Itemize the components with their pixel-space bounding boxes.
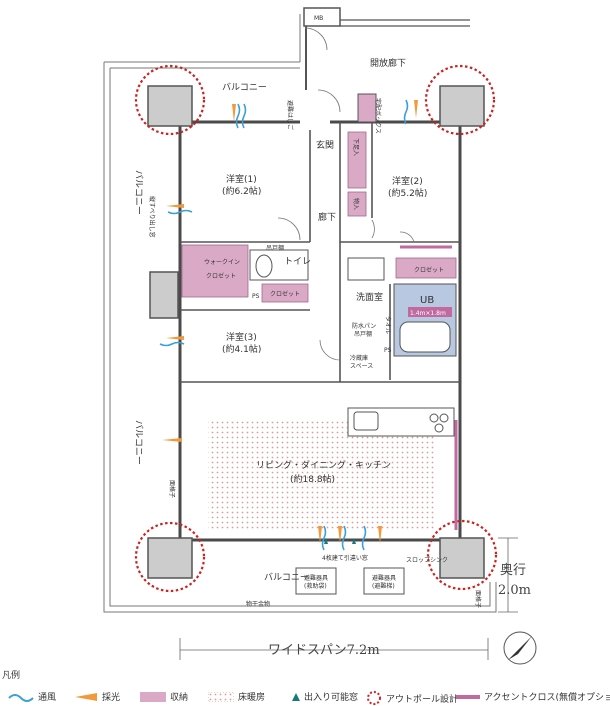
balcony-left-1-label: バルコニー <box>133 170 144 215</box>
bathtub <box>399 321 451 353</box>
walkin-label: ウォークイン <box>204 258 240 266</box>
western1-name: 洋室(1) <box>226 173 257 185</box>
legend-floor-heating-label: 床暖房 <box>238 693 266 703</box>
balcony-top-label: バルコニー <box>222 82 267 93</box>
legend-wind-label: 通風 <box>38 693 57 703</box>
walkin-closet-label: クロゼット <box>206 272 236 280</box>
western3-size: (約4.1帖) <box>222 343 261 355</box>
depth-label: 奥行 <box>500 563 526 578</box>
delivery-box <box>357 93 377 123</box>
dimension-lines <box>179 537 518 660</box>
depth-value: 2.0m <box>498 583 531 598</box>
legend-title: 凡例 <box>2 671 21 681</box>
wave-icon <box>8 693 34 702</box>
door-swings <box>277 27 415 361</box>
legend-outpole: アウトポール設計 <box>366 690 458 706</box>
mb-label: MB <box>314 15 323 22</box>
open-corridor-label: 開放廊下 <box>370 57 406 69</box>
accent-line-icon <box>456 694 480 699</box>
legend-accent-label: アクセントクロス(無償オプション) <box>484 693 610 703</box>
louver-label-1: 面格子 <box>168 480 176 498</box>
light-icon <box>75 692 97 701</box>
legend-light: 採光 <box>74 690 120 703</box>
slop-sink-label: スロップシンク <box>406 557 448 564</box>
western2-name: 洋室(2) <box>392 175 423 187</box>
light-icons <box>162 100 418 544</box>
compass-icon <box>503 631 537 665</box>
western3-name: 洋室(3) <box>226 331 257 343</box>
delivery-box-label: 宅配ボックス <box>374 98 382 134</box>
evac-box-2 <box>363 567 405 595</box>
toilet-bowl <box>255 254 273 278</box>
legend-storage: 収納 <box>140 690 188 703</box>
western1-size: (約6.2帖) <box>222 185 261 197</box>
evac1-sub-label: (救助袋) <box>304 582 327 590</box>
floor-heating-swatch <box>208 691 234 702</box>
legend-light-label: 採光 <box>102 693 121 703</box>
fridge-space-label: スペース <box>350 363 373 370</box>
inner-walls <box>180 122 460 383</box>
evac2-sub-label: (避難梯) <box>372 582 395 590</box>
louver-label-2: 面格子 <box>474 590 482 608</box>
legend: 凡例 通風 採光 収納 床暖房 出入り可能窓 アウトポール設計 アクセントクロス… <box>0 668 610 706</box>
legend-outpole-label: アウトポール設計 <box>386 694 459 705</box>
mb-area: MB <box>303 7 470 90</box>
wash-basin <box>347 257 385 281</box>
ldk-name: リビング・ダイニング・キッチン <box>256 459 391 471</box>
side-window-label: 縦すべり出し窓 <box>148 196 156 238</box>
legend-wind: 通風 <box>8 690 56 703</box>
outpole-circles <box>134 64 498 593</box>
evac1-label: 避難器具 <box>304 574 328 582</box>
corridor-label: 廊下 <box>318 211 336 223</box>
kitchen-sink <box>353 411 379 431</box>
western2-size: (約5.2帖) <box>388 187 427 199</box>
legend-floor-heating: 床暖房 <box>208 690 265 703</box>
ventilation-icons <box>159 99 409 551</box>
ub-size-badge <box>408 307 452 317</box>
balcony-left-2-label: バルコニー <box>133 420 144 465</box>
dryer-label: 物干金物 <box>246 600 270 608</box>
legend-door: 出入り可能窓 <box>292 690 358 703</box>
dotted-circle-icon <box>367 691 381 705</box>
ps-label-1: PS <box>252 293 260 300</box>
emergency-ladder-label: 避難はしご <box>286 100 294 130</box>
storage-areas <box>181 131 457 303</box>
legend-door-label: 出入り可能窓 <box>304 693 359 703</box>
storage-swatch <box>140 691 166 702</box>
toilet-label: トイレ <box>284 257 311 267</box>
legend-storage-label: 収納 <box>170 693 189 703</box>
pan-cabinet-label: 吊戸棚 <box>354 330 372 338</box>
storage-label: 物入 <box>352 198 360 210</box>
closet-2-label: クロゼット <box>414 266 444 274</box>
door-note-label: 4枚建て引違い窓 <box>322 554 368 562</box>
ub-label: UB <box>420 295 434 306</box>
legend-accent: アクセントクロス(無償オプション) <box>456 690 610 703</box>
columns <box>147 85 485 579</box>
floor-heating-area <box>208 420 434 530</box>
ub-size-label: 1.4m×1.8m <box>410 310 446 317</box>
pan-label: 防水パン <box>352 322 376 330</box>
wide-span-label: ワイドスパン7.2m <box>268 643 380 658</box>
closet-3-label: クロゼット <box>270 290 300 298</box>
evac-box-1 <box>295 567 337 595</box>
evac2-label: 避難器具 <box>372 574 396 582</box>
floor-plan: MB 開放廊下 <box>103 7 537 665</box>
balcony-bottom-label: バルコニー <box>264 572 309 583</box>
shoe-closet-label: 下足入 <box>352 138 359 156</box>
entrance-label: 玄関 <box>316 139 334 151</box>
washroom-label: 洗面室 <box>356 291 383 303</box>
fridge-label: 冷蔵庫 <box>350 354 368 362</box>
door-triangle-icons <box>324 538 356 544</box>
toilet-cabinet-label: 吊戸棚 <box>266 244 284 252</box>
towel-label: タオル <box>384 316 392 334</box>
triangle-icon <box>292 692 300 701</box>
ps-label-2: PS <box>384 347 392 354</box>
ldk-size: (約18.8帖) <box>290 473 335 485</box>
